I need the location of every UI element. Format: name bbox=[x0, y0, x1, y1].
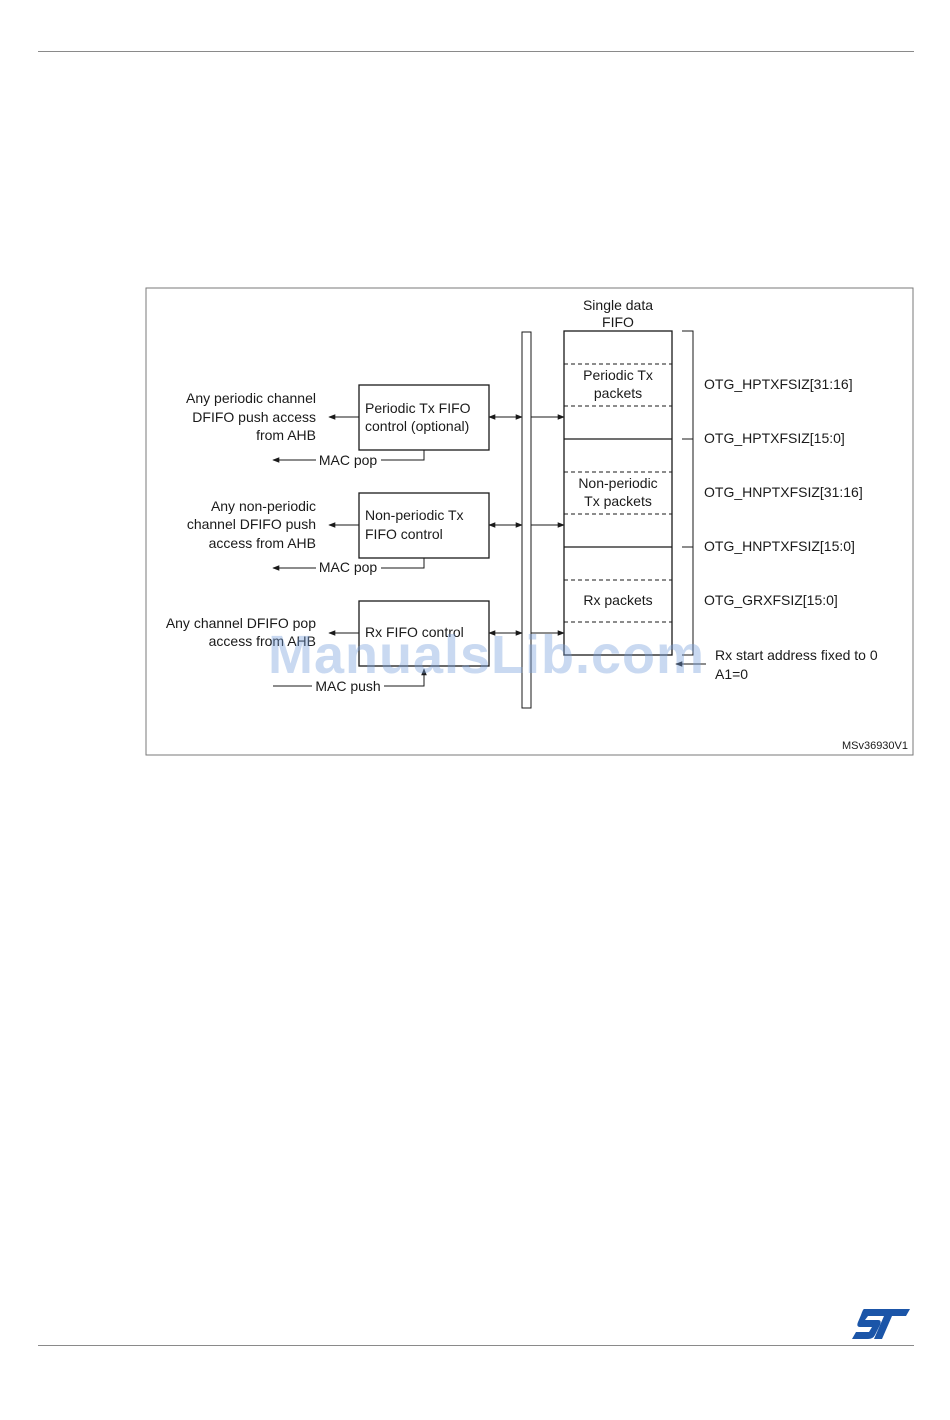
rx-control-line-1: Rx FIFO control bbox=[365, 624, 464, 640]
header-rule bbox=[38, 51, 914, 52]
st-logo bbox=[852, 1309, 910, 1339]
register-label-hnptxfsiz-high: OTG_HNPTXFSIZ[31:16] bbox=[704, 484, 863, 500]
periodic-access-line-3: from AHB bbox=[256, 427, 316, 443]
register-label-grxfsiz: OTG_GRXFSIZ[15:0] bbox=[704, 592, 838, 608]
fifo-region-rx-line-1: Rx packets bbox=[583, 592, 652, 608]
nonperiodic-mac-line bbox=[381, 558, 425, 569]
rx-mac-line bbox=[384, 668, 427, 687]
periodic-access-line-1: Any periodic channel bbox=[186, 390, 316, 406]
fifo-title-line-2: FIFO bbox=[602, 314, 634, 330]
fifo-title-line-1: Single data bbox=[583, 297, 653, 313]
periodic-tx-control-line-1: Periodic Tx FIFO bbox=[365, 400, 471, 416]
nonperiodic-access-line-3: access from AHB bbox=[209, 535, 316, 551]
figure-id: MSv36930V1 bbox=[842, 740, 908, 752]
periodic-mac-label: MAC pop bbox=[319, 452, 378, 468]
figure-frame bbox=[145, 287, 914, 756]
nonperiodic-tx-control-line-1: Non-periodic Tx bbox=[365, 507, 464, 523]
rx-start-label-line-2: A1=0 bbox=[715, 666, 748, 682]
register-label-hnptxfsiz-low: OTG_HNPTXFSIZ[15:0] bbox=[704, 538, 855, 554]
periodic-access-line-2: DFIFO push access bbox=[192, 409, 316, 425]
rx-start-label-line-1: Rx start address fixed to 0 bbox=[715, 647, 878, 663]
nonperiodic-tx-fifo-control-box bbox=[358, 492, 490, 559]
register-label-hptxfsiz-high: OTG_HPTXFSIZ[31:16] bbox=[704, 376, 853, 392]
single-data-fifo bbox=[563, 330, 673, 656]
footer-rule bbox=[38, 1345, 914, 1346]
periodic-tx-control-line-2: control (optional) bbox=[365, 418, 469, 434]
rx-access-line-2: access from AHB bbox=[209, 633, 316, 649]
periodic-mac-line bbox=[381, 450, 425, 461]
nonperiodic-access-line-2: channel DFIFO push bbox=[187, 516, 316, 532]
rx-mac-label: MAC push bbox=[315, 678, 380, 694]
fifo-region-periodic-line-1: Periodic Tx bbox=[583, 367, 653, 383]
nonperiodic-access-line-1: Any non-periodic bbox=[211, 498, 316, 514]
register-label-hptxfsiz-low: OTG_HPTXFSIZ[15:0] bbox=[704, 430, 845, 446]
address-bracket bbox=[682, 330, 694, 656]
fifo-region-nonperiodic-line-2: Tx packets bbox=[584, 493, 652, 509]
data-bus-bar bbox=[521, 331, 532, 709]
st-logo-mark bbox=[852, 1309, 910, 1339]
fifo-region-nonperiodic-line-1: Non-periodic bbox=[578, 475, 657, 491]
fifo-region-periodic-line-2: packets bbox=[594, 385, 642, 401]
nonperiodic-mac-label: MAC pop bbox=[319, 559, 378, 575]
nonperiodic-tx-control-line-2: FIFO control bbox=[365, 526, 443, 542]
rx-access-line-1: Any channel DFIFO pop bbox=[166, 615, 316, 631]
